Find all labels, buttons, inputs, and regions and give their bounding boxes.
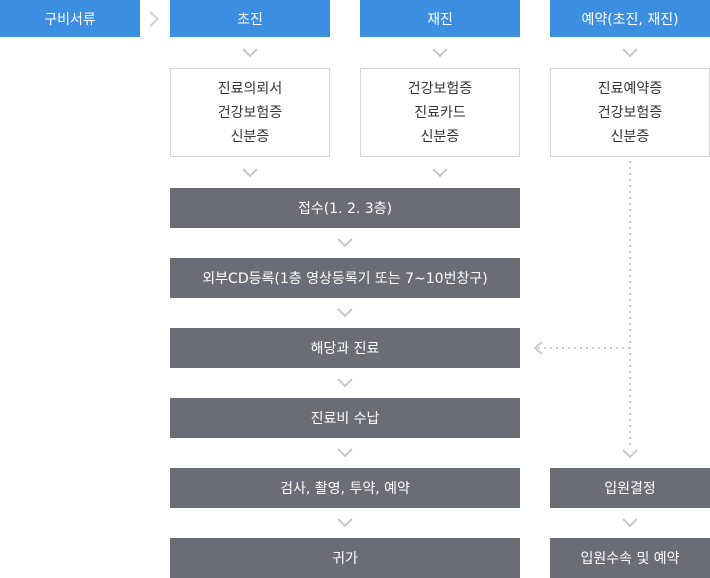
chevron-down-icon (337, 238, 353, 248)
column-header-first-visit: 초진 (170, 0, 330, 37)
required-documents-text: 구비서류 (44, 11, 96, 28)
chevron-down-icon (242, 168, 258, 178)
step-admission-decision: 입원결정 (550, 468, 710, 508)
column-header-revisit: 재진 (360, 0, 520, 37)
step-label: 외부CD등록(1층 영상등록기 또는 7~10번창구) (202, 271, 488, 287)
step-label: 입원수속 및 예약 (580, 551, 680, 567)
document-item: 진료의뢰서 (217, 80, 283, 97)
column-title: 예약(초진, 재진) (581, 11, 679, 28)
step-label: 귀가 (332, 551, 358, 567)
step-tests: 검사, 촬영, 투약, 예약 (170, 468, 520, 508)
column-title: 재진 (427, 11, 453, 28)
chevron-right-icon (148, 10, 160, 28)
chevron-down-icon (337, 378, 353, 388)
chevron-down-icon (622, 48, 638, 58)
step-label: 입원결정 (604, 481, 656, 497)
chevron-down-icon (337, 518, 353, 528)
document-item: 건강보험증 (407, 80, 473, 97)
document-item: 건강보험증 (217, 104, 283, 121)
chevron-down-icon (432, 168, 448, 178)
step-consultation: 해당과 진료 (170, 328, 520, 368)
step-reception: 접수(1. 2. 3층) (170, 188, 520, 228)
step-external-cd: 외부CD등록(1층 영상등록기 또는 7~10번창구) (170, 258, 520, 298)
step-label: 진료비 수납 (310, 411, 380, 427)
chevron-down-icon (622, 518, 638, 528)
chevron-down-icon (432, 48, 448, 58)
step-label: 해당과 진료 (310, 341, 380, 357)
chevron-down-icon (337, 308, 353, 318)
document-item: 진료예약증 (597, 80, 663, 97)
document-item: 신분증 (420, 128, 460, 145)
step-go-home: 귀가 (170, 538, 520, 578)
chevron-down-icon (337, 448, 353, 458)
document-item: 건강보험증 (597, 104, 663, 121)
document-item: 신분증 (230, 128, 270, 145)
documents-first-visit: 진료의뢰서 건강보험증 신분증 (170, 68, 330, 157)
chevron-down-icon (242, 48, 258, 58)
column-header-reservation: 예약(초진, 재진) (550, 0, 710, 37)
documents-revisit: 건강보험증 진료카드 신분증 (360, 68, 520, 157)
document-item: 진료카드 (414, 104, 466, 121)
reservation-dotted-path (520, 157, 710, 462)
step-payment: 진료비 수납 (170, 398, 520, 438)
step-label: 접수(1. 2. 3층) (297, 201, 393, 217)
step-admission-procedure: 입원수속 및 예약 (550, 538, 710, 578)
documents-reservation: 진료예약증 건강보험증 신분증 (550, 68, 710, 157)
document-item: 신분증 (610, 128, 650, 145)
step-label: 검사, 촬영, 투약, 예약 (280, 481, 410, 497)
required-documents-label: 구비서류 (0, 0, 140, 37)
column-title: 초진 (237, 11, 263, 28)
